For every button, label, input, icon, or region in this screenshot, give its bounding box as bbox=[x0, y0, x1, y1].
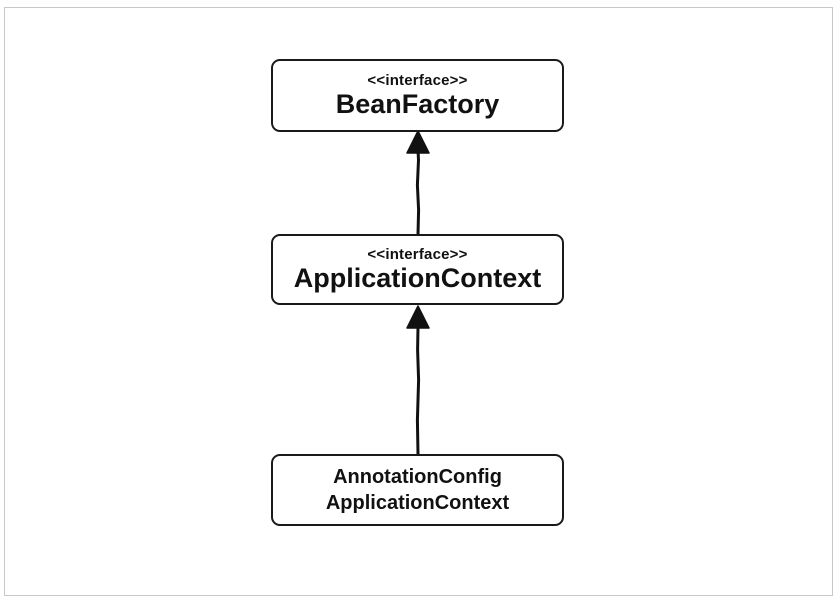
node-name: ApplicationContext bbox=[293, 262, 542, 293]
node-name-line-1: AnnotationConfig bbox=[333, 466, 502, 488]
node-name-line-2: ApplicationContext bbox=[325, 492, 510, 514]
stereotype-label: <<interface>> bbox=[367, 71, 468, 89]
application-context-node: <<interface>> ApplicationContext bbox=[271, 234, 564, 305]
annotation-config-application-context-node: AnnotationConfig ApplicationContext bbox=[271, 454, 564, 526]
stereotype-label: <<interface>> bbox=[367, 245, 468, 263]
bean-factory-node: <<interface>> BeanFactory bbox=[271, 59, 564, 132]
node-name: BeanFactory bbox=[335, 88, 500, 119]
